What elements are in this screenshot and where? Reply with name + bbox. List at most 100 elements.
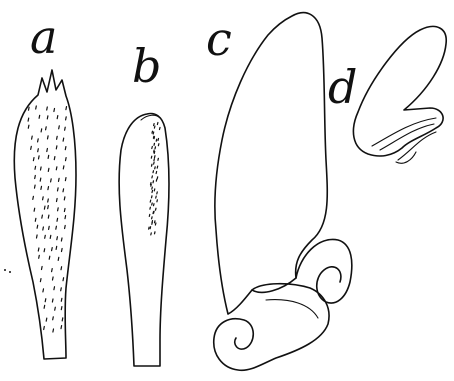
hair-mark xyxy=(61,238,62,241)
hair-mark xyxy=(35,176,36,179)
hair-mark xyxy=(38,248,39,251)
figure-d-drawing xyxy=(353,26,446,163)
hair-mark xyxy=(28,125,29,128)
hair-mark xyxy=(61,288,62,291)
stipple-mark xyxy=(149,227,150,229)
stipple-mark xyxy=(149,214,150,216)
hair-mark xyxy=(33,158,34,161)
hair-mark xyxy=(40,178,41,181)
hair-mark xyxy=(56,167,57,170)
stipple-mark xyxy=(155,156,156,158)
stipple-mark xyxy=(156,172,157,174)
stipple-mark xyxy=(151,156,152,158)
hair-mark xyxy=(64,209,65,212)
hair-mark xyxy=(44,327,45,330)
hair-mark xyxy=(55,307,56,310)
figure-c-lower-fold xyxy=(266,300,318,318)
hair-mark xyxy=(65,178,66,181)
stipple-mark xyxy=(157,192,158,194)
hair-mark xyxy=(39,156,40,159)
hair-mark xyxy=(59,126,60,129)
figure-c-lower-lobe xyxy=(214,284,329,371)
hair-mark xyxy=(56,146,57,149)
hair-mark xyxy=(58,208,59,211)
hair-mark xyxy=(57,218,58,221)
hair-mark xyxy=(58,257,59,260)
stipple-mark xyxy=(154,159,155,161)
stipple-mark xyxy=(154,137,155,139)
hair-mark xyxy=(34,208,35,211)
hair-mark xyxy=(53,329,54,332)
figure-b-outline xyxy=(119,114,169,366)
hair-mark xyxy=(61,267,62,270)
stipple-mark xyxy=(150,200,151,202)
hair-mark xyxy=(43,289,44,292)
stipple-mark xyxy=(152,196,153,198)
hair-mark xyxy=(38,149,39,152)
hair-mark xyxy=(57,237,58,240)
hair-mark xyxy=(31,146,32,149)
hair-mark xyxy=(35,185,36,188)
stipple-mark xyxy=(155,167,156,169)
hair-mark xyxy=(47,149,48,152)
stipple-mark xyxy=(154,204,155,206)
hair-mark xyxy=(57,199,58,202)
hair-mark xyxy=(54,157,55,160)
hair-mark xyxy=(56,246,57,249)
hair-mark xyxy=(45,235,46,238)
hair-mark xyxy=(42,215,43,218)
speck xyxy=(4,269,6,271)
hair-mark xyxy=(66,107,67,110)
stipple-mark xyxy=(152,203,153,205)
stipple-mark xyxy=(152,131,153,133)
hair-mark xyxy=(45,299,46,302)
hair-mark xyxy=(56,226,57,229)
hair-mark xyxy=(41,129,42,132)
stipple-mark xyxy=(152,191,153,193)
hair-mark xyxy=(65,147,66,150)
hair-mark xyxy=(33,196,34,199)
figure-a-outline xyxy=(14,70,76,359)
stipple-mark xyxy=(158,144,159,146)
hair-mark xyxy=(58,188,59,191)
hair-mark xyxy=(47,116,48,119)
hair-mark xyxy=(37,225,38,228)
stipple-mark xyxy=(153,181,154,183)
hair-mark xyxy=(63,166,64,169)
figure-label-b: b xyxy=(132,39,161,93)
hair-mark xyxy=(44,305,45,308)
stipple-mark xyxy=(152,222,153,224)
hair-mark xyxy=(62,249,63,252)
hair-mark xyxy=(28,118,29,121)
figure-b-stipple xyxy=(149,123,160,235)
stipple-mark xyxy=(157,200,158,202)
hair-mark xyxy=(46,318,47,321)
stipple-mark xyxy=(157,166,158,168)
stipple-mark xyxy=(158,139,159,141)
hair-mark xyxy=(35,218,36,221)
hair-mark xyxy=(46,127,47,130)
hair-mark xyxy=(37,235,38,238)
stipple-mark xyxy=(158,158,159,160)
stipple-mark xyxy=(156,196,157,198)
stipple-mark xyxy=(156,179,157,181)
stipple-mark xyxy=(154,162,155,164)
stipple-mark xyxy=(154,124,155,126)
hair-mark xyxy=(39,115,40,118)
hair-mark xyxy=(57,116,58,119)
figure-a-hairs xyxy=(28,106,66,332)
figure-b-tip xyxy=(141,115,160,120)
figure-a-drawing xyxy=(14,70,76,359)
hair-mark xyxy=(59,178,60,181)
figure-d-outline xyxy=(353,26,446,156)
hair-mark xyxy=(39,255,40,258)
hair-mark xyxy=(43,227,44,230)
hair-mark xyxy=(52,248,53,251)
hair-mark xyxy=(44,206,45,209)
hair-mark xyxy=(48,215,49,218)
figure-label-a: a xyxy=(30,10,57,64)
hair-mark xyxy=(47,107,48,110)
hair-mark xyxy=(48,199,49,202)
hair-mark xyxy=(65,226,66,229)
